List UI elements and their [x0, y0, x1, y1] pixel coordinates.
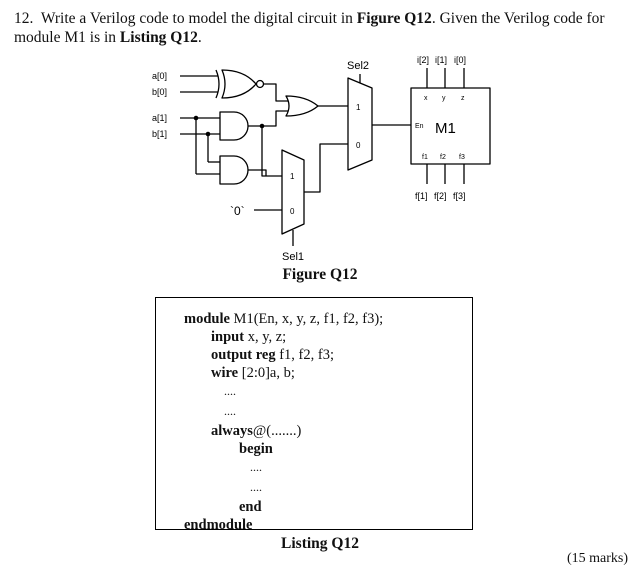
question-number: 12.	[14, 10, 34, 27]
label-b1: b[1]	[152, 129, 167, 139]
code-line: ....	[224, 384, 236, 398]
code-line: ....	[250, 480, 262, 494]
port-f1: f1	[422, 154, 428, 161]
module-name: M1	[435, 120, 456, 137]
label-i0: i[0]	[454, 55, 466, 65]
label-constant-zero: `0`	[230, 204, 245, 218]
label-sel2: Sel2	[347, 60, 369, 72]
listing-caption: Listing Q12	[281, 535, 359, 552]
code-line: end	[239, 499, 262, 515]
port-f2: f2	[440, 154, 446, 161]
question-text: 12. Write a Verilog code to model the di…	[14, 10, 605, 46]
or-gate-1	[285, 95, 319, 117]
figure-caption: Figure Q12	[282, 266, 358, 283]
port-y: y	[442, 95, 446, 102]
label-mux1-in1: 1	[290, 172, 295, 181]
mux-sel1	[281, 149, 305, 235]
code-line: wire [2:0]a, b;	[211, 365, 295, 381]
label-i2: i[2]	[417, 55, 429, 65]
code-line: endmodule	[184, 517, 253, 533]
code-line: ....	[224, 404, 236, 418]
label-sel1: Sel1	[282, 251, 304, 263]
label-f1-out: f[1]	[415, 191, 428, 201]
label-f3-out: f[3]	[453, 191, 466, 201]
mux-sel2	[347, 77, 373, 171]
port-f3: f3	[459, 154, 465, 161]
figure-reference: Figure Q12	[356, 10, 432, 27]
label-mux1-in0: 0	[290, 207, 295, 216]
label-a1: a[1]	[152, 113, 167, 123]
label-i1: i[1]	[435, 55, 447, 65]
label-mux2-in1: 1	[356, 103, 361, 112]
code-line: input x, y, z;	[211, 329, 287, 345]
label-mux2-in0: 0	[356, 141, 361, 150]
code-line: begin	[239, 441, 273, 457]
listing-reference: Listing Q12	[119, 29, 198, 46]
code-line: always@(.......)	[211, 423, 302, 439]
code-listing: module M1(En, x, y, z, f1, f2, f3); inpu…	[155, 297, 473, 533]
code-line: ....	[250, 460, 262, 474]
marks-label: (15 marks)	[566, 551, 628, 566]
label-a0: a[0]	[152, 71, 167, 81]
circuit-diagram: a[0] b[0] a[1] b[1] `0` Sel2 1 0 Sel1 1 …	[152, 55, 491, 263]
port-en: En	[415, 123, 424, 130]
code-line: module M1(En, x, y, z, f1, f2, f3);	[184, 311, 384, 327]
module-m1-box	[410, 87, 491, 165]
label-f2-out: f[2]	[434, 191, 447, 201]
port-z: z	[461, 95, 465, 102]
xnor-gate	[221, 69, 257, 99]
label-b0: b[0]	[152, 87, 167, 97]
and-gate-1	[219, 111, 249, 141]
and-gate-2	[219, 155, 249, 185]
code-line: output reg f1, f2, f3;	[211, 347, 334, 363]
port-x: x	[424, 95, 428, 102]
